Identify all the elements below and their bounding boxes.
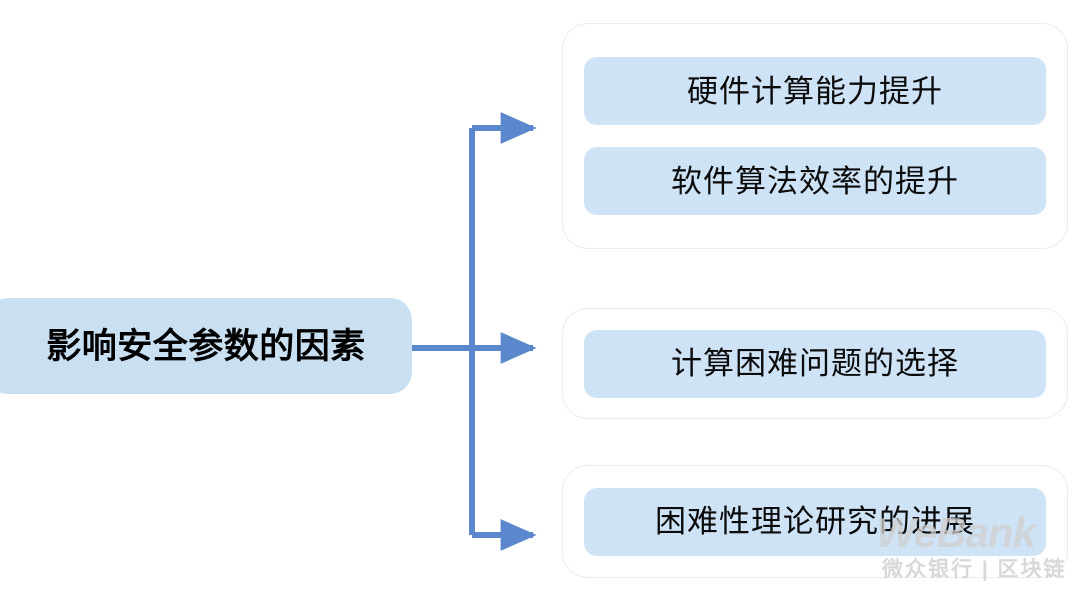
leaf-node-hardware-compute[interactable]: 硬件计算能力提升 (584, 57, 1046, 125)
group-container-two: 计算困难问题的选择 (562, 308, 1068, 419)
leaf-node-hard-problem-choice[interactable]: 计算困难问题的选择 (584, 329, 1046, 398)
root-node[interactable]: 影响安全参数的因素 (0, 298, 412, 394)
leaf-node-label: 困难性理论研究的进展 (655, 504, 975, 539)
leaf-node-label: 计算困难问题的选择 (671, 346, 959, 381)
group-container-one: 硬件计算能力提升 软件算法效率的提升 (562, 23, 1068, 249)
leaf-node-label: 软件算法效率的提升 (671, 163, 959, 199)
root-node-label: 影响安全参数的因素 (46, 326, 366, 366)
group-container-three: 困难性理论研究的进展 (562, 465, 1068, 578)
leaf-node-software-algorithm[interactable]: 软件算法效率的提升 (584, 147, 1046, 215)
leaf-node-hardness-theory-progress[interactable]: 困难性理论研究的进展 (584, 487, 1046, 556)
leaf-node-label: 硬件计算能力提升 (687, 73, 943, 109)
